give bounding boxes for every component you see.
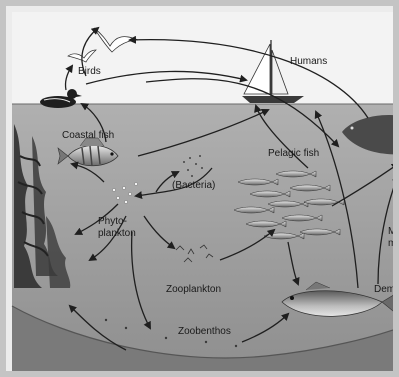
label-humans: Humans [290, 56, 327, 67]
label-marine-mammals-1: M [388, 226, 396, 237]
label-demersal: Deme [374, 284, 399, 295]
label-bacteria: (Bacteria) [172, 180, 215, 191]
label-phytoplankton-line2: plankton [98, 228, 136, 239]
label-zooplankton: Zooplankton [166, 284, 221, 295]
label-zoobenthos: Zoobenthos [178, 326, 231, 337]
label-marine-mammals-2: m [388, 238, 396, 249]
label-phytoplankton-line1: Phyto- [98, 216, 127, 227]
food-web-diagram: Birds Humans Coastal fish Pelagic fish (… [6, 6, 399, 377]
label-pelagic-fish: Pelagic fish [268, 148, 319, 159]
label-coastal-fish: Coastal fish [62, 130, 114, 141]
label-birds: Birds [78, 66, 101, 77]
